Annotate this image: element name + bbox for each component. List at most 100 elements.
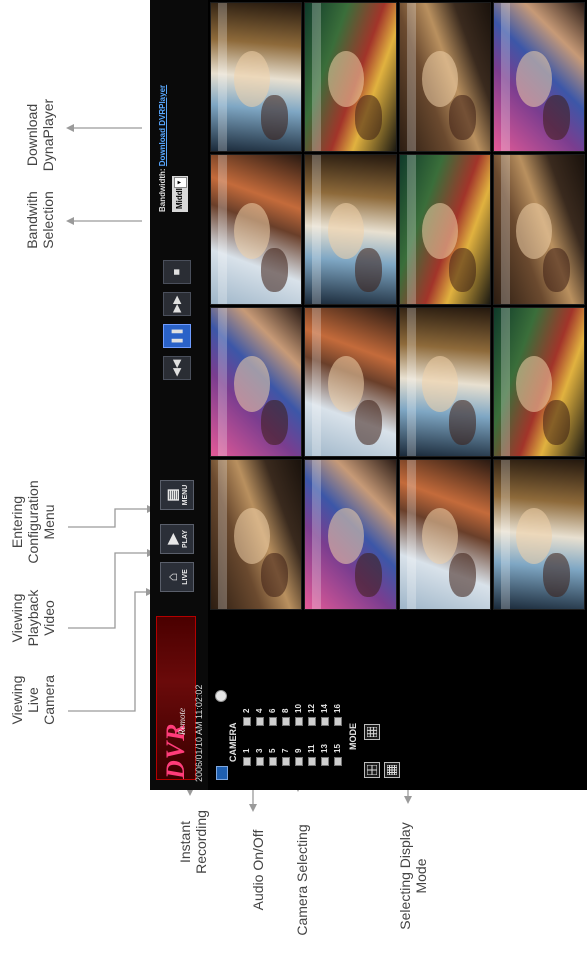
video-detail	[500, 460, 510, 609]
play-button[interactable]: ▶ PLAY	[160, 524, 194, 554]
arrow-play	[68, 549, 155, 629]
camera-video-tile[interactable]	[304, 459, 397, 610]
camera-checkbox[interactable]: 5	[268, 726, 277, 766]
camera-checkbox-box	[320, 757, 329, 766]
camera-checkbox[interactable]: 11	[307, 726, 316, 766]
timestamp: 2006/01/10 AM 11:02:02	[194, 684, 204, 782]
stop-button[interactable]: ■	[163, 260, 191, 284]
camera-checkbox[interactable]: 13	[320, 726, 329, 766]
camera-checkbox[interactable]: 14	[320, 686, 329, 726]
label-line: Configuration	[25, 480, 41, 564]
camera-checkbox[interactable]: 3	[255, 726, 264, 766]
label-line: Mode	[413, 858, 429, 894]
play-icon: ▶	[164, 533, 180, 545]
camera-checkbox[interactable]: 6	[268, 686, 277, 726]
mode-16-split-button[interactable]	[384, 762, 400, 778]
camera-video-tile[interactable]	[492, 2, 585, 153]
camera-checkbox-box	[242, 757, 251, 766]
label-entering-configuration-menu: Entering Configuration Menu	[9, 480, 57, 563]
camera-title: CAMERA	[228, 722, 238, 763]
label-line: Download	[24, 103, 40, 167]
camera-checkbox[interactable]: 1	[242, 726, 251, 766]
camera-checkbox[interactable]: 8	[281, 686, 290, 726]
label-line: Playback	[25, 589, 41, 647]
video-detail	[422, 508, 459, 565]
video-detail	[449, 247, 477, 293]
camera-checkbox[interactable]: 2	[242, 686, 251, 726]
instant-record-button[interactable]	[215, 690, 227, 702]
logo-subtext: Remote	[177, 708, 187, 735]
audio-toggle-button[interactable]	[216, 766, 228, 780]
chevron-down-icon: ▼	[174, 177, 187, 188]
download-player-link[interactable]: Download DVRPlayer	[158, 84, 167, 167]
camera-checkbox-box	[255, 757, 264, 766]
video-detail	[260, 552, 288, 598]
play-button-label: PLAY	[182, 529, 189, 549]
label-line: Video	[41, 600, 57, 636]
camera-video-tile[interactable]	[304, 307, 397, 458]
camera-checkbox[interactable]: 7	[281, 726, 290, 766]
camera-checkbox[interactable]: 9	[294, 726, 303, 766]
bandwidth-label-text: Bandwidth:	[158, 168, 167, 212]
pause-button[interactable]: ❚❚	[163, 324, 191, 348]
mode-9-split-button[interactable]	[364, 724, 380, 740]
camera-video-tile[interactable]	[492, 154, 585, 305]
camera-checkbox-box	[281, 717, 290, 726]
label-line: Viewing	[9, 675, 25, 725]
dvr-logo: DVR Remote	[156, 616, 196, 780]
camera-number: 16	[333, 704, 342, 713]
camera-checkbox[interactable]: 16	[333, 686, 342, 726]
camera-number: 13	[320, 744, 329, 753]
video-detail	[233, 203, 270, 260]
camera-checkbox[interactable]: 10	[294, 686, 303, 726]
video-detail	[260, 247, 288, 293]
camera-video-tile[interactable]	[398, 2, 491, 153]
camera-checkbox-box	[307, 757, 316, 766]
camera-checkbox[interactable]: 12	[307, 686, 316, 726]
camera-video-tile[interactable]	[398, 307, 491, 458]
camera-video-tile[interactable]	[210, 307, 303, 458]
camera-checkbox[interactable]: 15	[333, 726, 342, 766]
camera-video-tile[interactable]	[398, 154, 491, 305]
video-detail	[500, 308, 510, 457]
live-button-label: LIVE	[182, 569, 189, 585]
camera-video-tile[interactable]	[304, 154, 397, 305]
bandwidth-select[interactable]: Middle ▼	[172, 176, 188, 212]
rewind-button[interactable]: ◀◀	[163, 356, 191, 380]
label-viewing-playback-video: Viewing Playback Video	[9, 590, 57, 647]
video-detail	[218, 460, 228, 609]
camera-video-tile[interactable]	[210, 459, 303, 610]
video-detail	[233, 50, 270, 107]
camera-checkbox-box	[333, 717, 342, 726]
live-button[interactable]: ⌂ LIVE	[160, 562, 194, 592]
video-detail	[260, 95, 288, 140]
camera-video-tile[interactable]	[398, 459, 491, 610]
camera-video-tile[interactable]	[492, 307, 585, 458]
label-download-dynaplayer: Download DynaPlayer	[24, 99, 56, 171]
camera-video-tile[interactable]	[210, 154, 303, 305]
camera-checkbox[interactable]: 4	[255, 686, 264, 726]
camera-checkbox-box	[307, 717, 316, 726]
arrow-live	[68, 588, 154, 712]
grid-16-icon	[387, 765, 397, 775]
label-camera-selecting: Camera Selecting	[294, 824, 310, 935]
camera-video-tile[interactable]	[304, 2, 397, 153]
fast-forward-button[interactable]: ▶▶	[163, 292, 191, 316]
label-line: Audio On/Off	[250, 829, 266, 911]
mode-4-split-button[interactable]	[364, 762, 380, 778]
grid-4-icon	[367, 765, 377, 775]
camera-number: 1	[242, 748, 251, 753]
menu-button[interactable]: ▤ MENU	[160, 480, 194, 510]
camera-number: 5	[268, 748, 277, 753]
label-line: Camera Selecting	[294, 824, 310, 936]
video-detail	[354, 552, 382, 598]
camera-video-tile[interactable]	[210, 2, 303, 153]
video-detail	[449, 552, 477, 598]
camera-video-tile[interactable]	[492, 459, 585, 610]
arrow-menu	[68, 505, 155, 528]
